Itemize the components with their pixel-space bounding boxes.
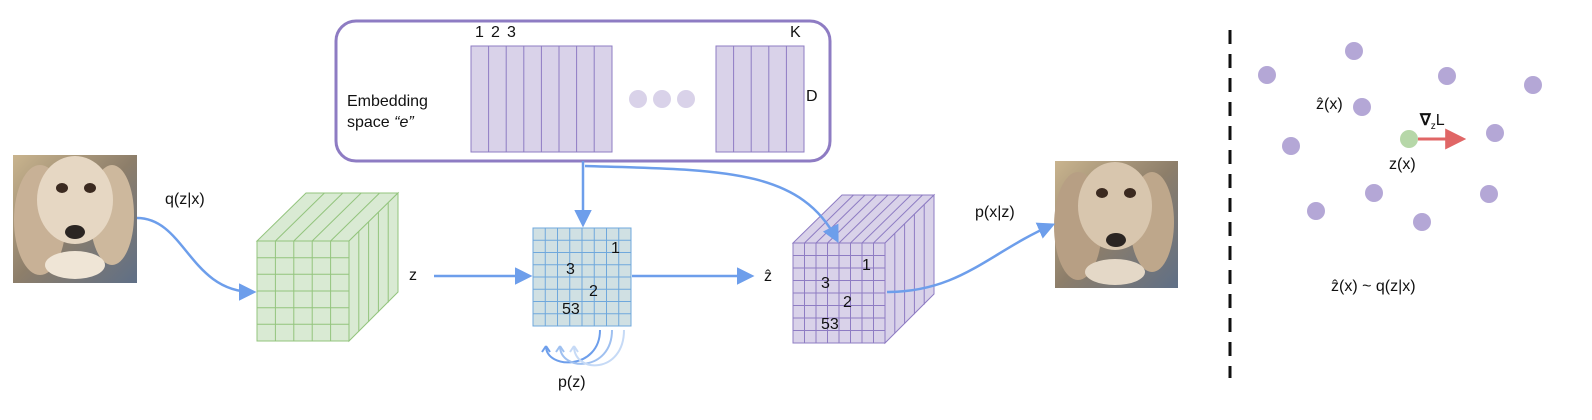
gradient-label: ∇zL bbox=[1420, 110, 1445, 132]
decoder-arrow bbox=[886, 222, 1056, 294]
embedding-dimension-d: D bbox=[806, 88, 818, 105]
encoder-arrow bbox=[136, 216, 257, 301]
embedding-label-line1: Embedding bbox=[347, 93, 428, 110]
embedding-index-2: 2 bbox=[491, 24, 500, 41]
embedding-points bbox=[1258, 42, 1542, 231]
quantized-code-1: 1 bbox=[862, 257, 871, 274]
gradient-loss: L bbox=[1435, 112, 1445, 129]
grid-code-53: 53 bbox=[562, 301, 580, 318]
zhat-point-label: ẑ(x) bbox=[1316, 96, 1343, 113]
embedding-index-3: 3 bbox=[507, 24, 516, 41]
embedding-label-line2: space bbox=[347, 114, 395, 131]
embedding-index-1: 1 bbox=[475, 24, 484, 41]
gradient-nabla: ∇ bbox=[1420, 112, 1431, 129]
relation-label: ẑ(x) ~ q(z|x) bbox=[1331, 278, 1416, 295]
prior-autoregressive-loops bbox=[541, 329, 625, 367]
embedding-ellipsis-dots bbox=[629, 90, 695, 108]
encoder-output-point bbox=[1400, 130, 1418, 148]
output-dog-image bbox=[1054, 161, 1178, 288]
embedding-to-quantized-arrow bbox=[584, 164, 839, 244]
embedding-label-e: “e” bbox=[394, 114, 414, 131]
decoder-label: p(x|z) bbox=[975, 204, 1015, 221]
prior-label: p(z) bbox=[558, 374, 586, 391]
embedding-index-k: K bbox=[790, 24, 801, 41]
flow-arrows bbox=[136, 161, 1056, 301]
embedding-columns-right bbox=[715, 45, 805, 153]
latent-z-label: z bbox=[409, 267, 417, 284]
embedding-space-label: Embedding space “e” bbox=[347, 91, 428, 133]
grid-code-3: 3 bbox=[566, 261, 575, 278]
quantized-code-2: 2 bbox=[843, 294, 852, 311]
encoder-label: q(z|x) bbox=[165, 191, 205, 208]
quantized-cube bbox=[791, 193, 936, 345]
quantized-zhat-label: ẑ bbox=[764, 268, 772, 285]
encoder-output-cube bbox=[255, 191, 400, 343]
quantization-grid bbox=[532, 227, 632, 327]
quantized-code-3: 3 bbox=[821, 275, 830, 292]
zx-point-label: z(x) bbox=[1389, 156, 1416, 173]
gradient-subscript: z bbox=[1430, 121, 1436, 133]
embedding-columns-left bbox=[470, 45, 613, 153]
quantized-code-53: 53 bbox=[821, 316, 839, 333]
grid-code-1: 1 bbox=[611, 240, 620, 257]
input-dog-image bbox=[13, 155, 137, 283]
grid-code-2: 2 bbox=[589, 283, 598, 300]
